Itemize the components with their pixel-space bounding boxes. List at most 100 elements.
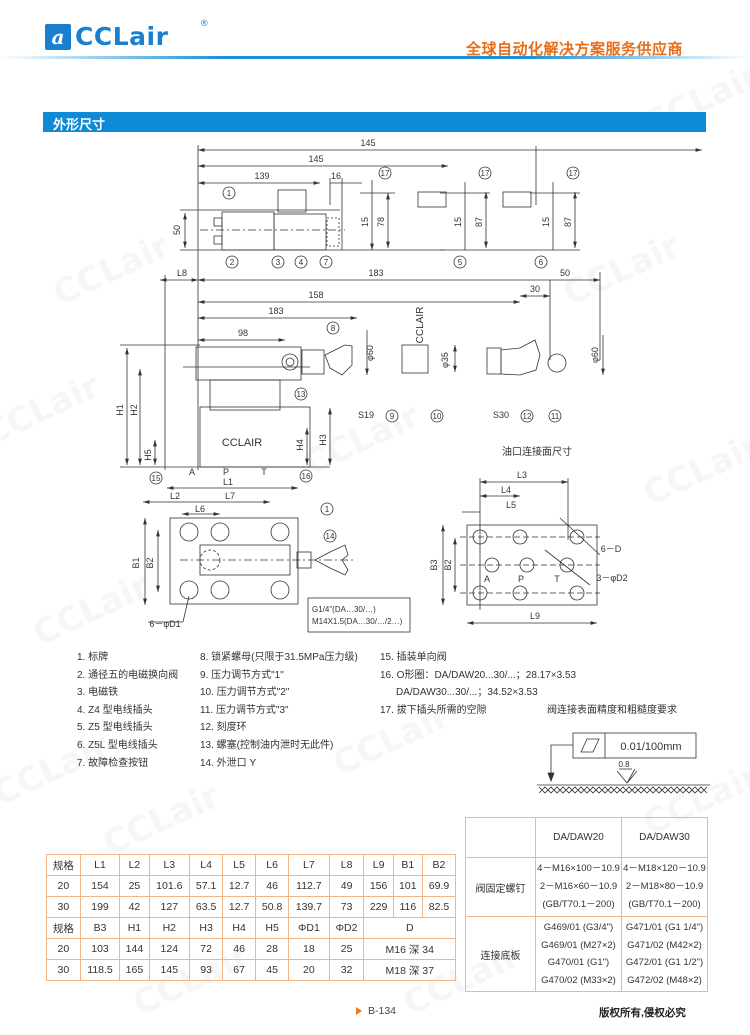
svg-text:P: P [518,574,524,584]
svg-text:3: 3 [276,258,281,267]
svg-text:CCLAIR: CCLAIR [415,307,426,344]
table-cell: 57.1 [189,875,224,897]
svg-text:L1: L1 [223,477,233,487]
table-cell: 12.7 [222,896,257,918]
svg-text:φ35: φ35 [440,352,450,368]
table-cell: H3 [189,917,224,939]
table-cell: 46 [222,938,257,960]
table-row: 规格 B3 H1 H2 H3 H4 H5 ΦD1 ΦD2 D [46,917,456,939]
page-number: B-134 [356,1005,396,1017]
legend-item: 1. 标牌 [77,652,109,663]
svg-text:7: 7 [324,258,329,267]
legend-col-3: 15. 插装单向阀 16. O形圈：DA/DAW20...30/...；28.1… [380,649,576,719]
table-cell: 156 [363,875,394,897]
table-cell: G471/01 (G1 1/4") G471/02 (M42×2) G472/0… [621,916,708,992]
triangle-right-icon [356,1007,362,1016]
table-cell: 165 [119,959,150,981]
table-cell: 49 [328,875,365,897]
legend-item: 8. 锁紧螺母(只限于31.5MPa压力级) [200,652,358,663]
svg-text:S30: S30 [493,410,509,420]
svg-text:8: 8 [331,324,336,333]
svg-text:L3: L3 [517,470,527,480]
table-cell: 124 [148,938,191,960]
table-cell: L2 [119,854,150,876]
svg-text:139: 139 [254,171,269,181]
table-cell: L7 [288,854,330,876]
svg-text:6－D: 6－D [601,544,622,554]
svg-text:3－φD2: 3－φD2 [596,573,627,583]
table-cell: L5 [222,854,257,876]
table-row: 30 199 42 127 63.5 12.7 50.8 139.7 73 22… [46,896,457,918]
table-cell: 199 [79,896,121,918]
table-cell: 144 [119,938,150,960]
table-cell: M16 深 34 [363,938,456,960]
svg-text:17: 17 [481,169,490,178]
legend-item: 9. 压力调节方式"1" [200,669,284,681]
svg-text:L2: L2 [170,491,180,501]
svg-text:L4: L4 [501,485,511,495]
legend-col-2: 8. 锁紧螺母(只限于31.5MPa压力级) 9. 压力调节方式"1" 10. … [200,649,358,772]
cell-line: 2－M16×60－10.9 [539,881,618,892]
cell-line: G472/01 (G1 1/2") [625,957,704,968]
table-cell: 50.8 [255,896,290,918]
table-cell: 82.5 [421,896,457,918]
svg-text:B2: B2 [145,557,155,568]
table-cell: DA/DAW20 [535,817,622,858]
svg-text:1: 1 [325,505,330,514]
svg-text:16: 16 [331,171,341,181]
table-cell: ΦD1 [288,917,330,939]
table-cell: 28 [255,938,290,960]
legend-item: 10. 压力调节方式"2" [200,687,290,699]
legend-item: 7. 故障检查按钮 [77,757,149,769]
svg-text:H2: H2 [129,404,139,416]
svg-text:L7: L7 [225,491,235,501]
table-cell: L3 [148,854,191,876]
registered-mark: ® [201,18,208,28]
table-cell: 规格 [46,854,81,876]
svg-text:H1: H1 [115,404,125,416]
cell-line: G470/01 (G1") [547,957,610,968]
logo-text: CCLair [75,22,169,51]
table-cell: L6 [255,854,290,876]
copyright: 版权所有,侵权必究 [599,1007,686,1019]
svg-text:M14X1.5(DA…30/…/2…): M14X1.5(DA…30/…/2…) [312,617,403,626]
svg-text:12: 12 [523,412,532,421]
row-label: 阀固定螺钉 [465,857,536,917]
table-cell: 127 [148,896,191,918]
svg-text:50: 50 [560,268,570,278]
flatness-icon [580,738,600,753]
cell-line: G472/02 (M48×2) [627,974,702,986]
table-cell: L4 [189,854,224,876]
svg-text:145: 145 [360,138,375,148]
watermark: CCLair [97,775,226,865]
table-cell: 101.6 [148,875,191,897]
svg-text:A: A [189,467,195,477]
table-cell: L1 [79,854,121,876]
table-cell: 20 [288,959,330,981]
table-cell: 73 [328,896,365,918]
svg-text:6－φD1: 6－φD1 [149,619,180,629]
table-cell: M18 深 37 [363,959,456,981]
svg-text:15: 15 [453,217,463,227]
cell-line: G471/02 (M42×2) [627,939,702,951]
svg-text:φ60: φ60 [365,345,375,361]
cell-line: (GB/T70.1－200) [628,899,701,910]
table-cell: 30 [46,959,81,981]
svg-text:S19: S19 [358,410,374,420]
table-cell: 46 [255,875,290,897]
flatness-value: 0.01/100mm [620,741,681,753]
svg-text:T: T [554,574,560,584]
legend-item: 5. Z5 型电线插头 [77,722,153,734]
table-cell: DA/DAW30 [621,817,708,858]
table-cell: 69.9 [421,875,457,897]
table-cell: B1 [392,854,423,876]
svg-text:78: 78 [376,217,386,227]
legend-item: 16. O形圈：DA/DAW20...30/...；28.17×3.53 [380,669,577,681]
table-row: 阀固定螺钉 4－M16×100－10.9 2－M16×60－10.9 (GB/T… [465,857,708,917]
cell-line: G470/02 (M33×2) [541,974,616,986]
svg-text:H5: H5 [143,449,153,461]
svg-text:10: 10 [433,412,442,421]
section-header: 外形尺寸 [43,112,706,132]
svg-text:B3: B3 [429,559,439,570]
table-cell: G469/01 (G3/4") G469/01 (M27×2) G470/01 … [535,916,622,992]
